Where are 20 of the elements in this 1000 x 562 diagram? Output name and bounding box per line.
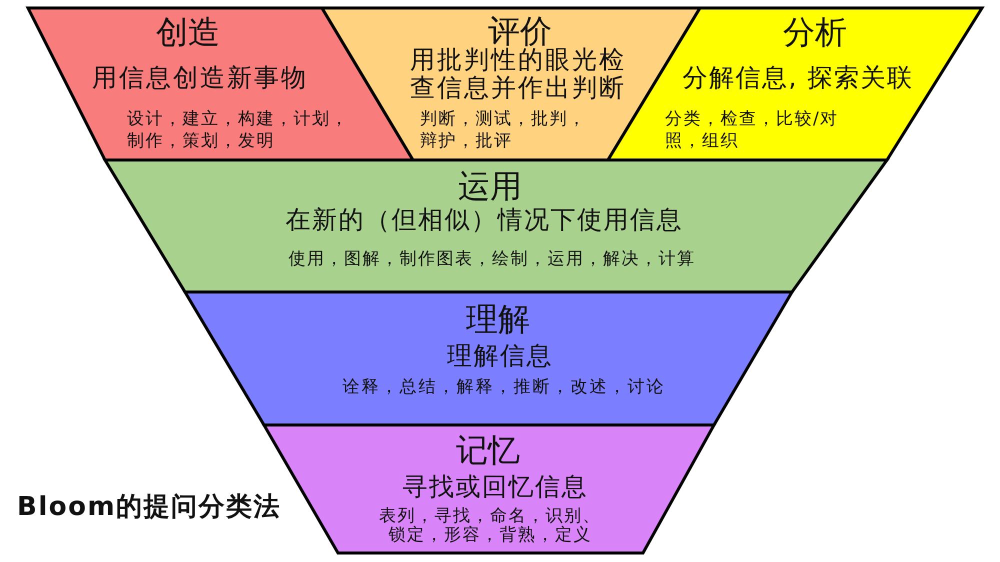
tier-description: 分解信息, 探索关联 xyxy=(682,64,914,93)
diagram-title: Bloom的提问分类法 xyxy=(17,491,282,524)
verb-list: 诠释，总结，解释，推断，改述，讨论 xyxy=(342,378,666,398)
tier-heading: 运用 xyxy=(458,168,522,205)
pyramid-tier xyxy=(185,292,792,425)
verb-list: 判断，测试，批判，辩护，批评 xyxy=(420,108,592,152)
tier-heading: 分析 xyxy=(783,14,847,51)
tier-heading: 理解 xyxy=(466,301,530,338)
verb-list: 使用，图解，制作图表，绘制，运用，解决，计算 xyxy=(288,250,696,270)
tier-heading: 记忆 xyxy=(456,432,520,469)
tier-description: 用批判性的眼光检查信息并作出判断 xyxy=(409,46,627,102)
tier-description: 寻找或回忆信息 xyxy=(402,473,588,502)
tier-description: 用信息创造新事物 xyxy=(92,64,308,93)
pyramid-tier xyxy=(105,160,887,292)
verb-list: 设计，建立，构建，计划，制作，策划，发明 xyxy=(127,108,363,152)
tier-heading: 创造 xyxy=(156,14,220,51)
tier-description: 在新的（但相似）情况下使用信息 xyxy=(285,206,683,235)
tier-description: 理解信息 xyxy=(447,342,553,371)
verb-list: 分类，检查，比较/对照，组织 xyxy=(665,108,851,152)
verb-list: 表列，寻找，命名，识别、锁定，形容，背熟，定义 xyxy=(372,507,608,545)
